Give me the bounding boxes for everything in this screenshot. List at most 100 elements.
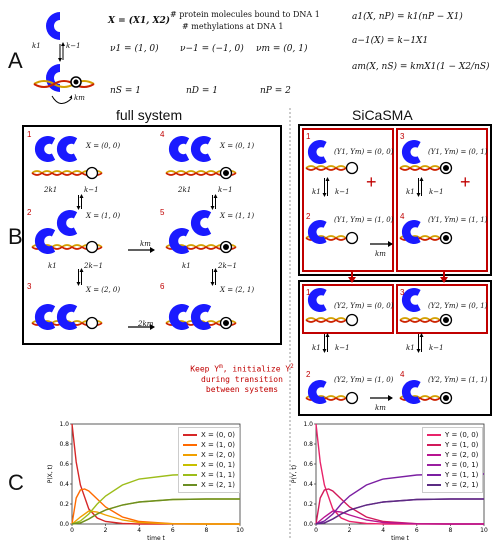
- rate-km: km: [74, 94, 85, 102]
- protein-icon: [168, 228, 190, 254]
- sicasma-sub-box: [302, 284, 394, 334]
- panel-letter-c: C: [8, 470, 24, 495]
- x-axis-label: time t: [147, 535, 165, 542]
- propensity-a1: a1(X, nP) = k1(nP − X1): [352, 12, 463, 22]
- full-state-x: X = (0, 1): [220, 142, 255, 150]
- methylation-site-icon: [345, 313, 359, 327]
- methyl-dot-icon: [443, 235, 449, 241]
- methylation-site-icon: [345, 391, 359, 405]
- sic-state-y: (Y1, Ym) = (1, 0): [334, 216, 394, 224]
- legend-entry: X = (2, 0): [183, 450, 235, 460]
- arrow-head: [388, 241, 393, 247]
- legend-entry: Y = (0, 1): [427, 460, 478, 470]
- protein-icon: [56, 136, 78, 162]
- series-line: [315, 510, 484, 525]
- sic-state-num: 2: [306, 370, 311, 379]
- arrow-head: [213, 268, 218, 272]
- full-system-diagram: [31, 136, 237, 330]
- transition-note: Keep Ym, initialize Y2 during transition…: [190, 363, 294, 394]
- sic-state-num: 4: [400, 370, 405, 379]
- y-axis-label: P(Y, t): [291, 465, 298, 483]
- rate-label: km: [140, 240, 151, 248]
- protein-icon: [401, 140, 421, 164]
- y-tick-label: 1.0: [303, 421, 313, 428]
- full-state-x: X = (2, 0): [86, 286, 121, 294]
- arrow-head: [322, 349, 327, 353]
- arrow-head: [210, 206, 215, 210]
- protein-dna-schematic: [33, 12, 95, 104]
- rate-label: k−1: [84, 186, 99, 194]
- x-definition-bottom: # methylations at DNA 1: [182, 22, 284, 31]
- x-tick-label: 10: [236, 527, 244, 534]
- arrow-head: [348, 277, 356, 283]
- methylation-site-icon: [85, 240, 99, 254]
- legend-full: X = (0, 0) X = (1, 0) X = (2, 0) X = (0,…: [178, 427, 240, 493]
- sicasma-bottom-box: [298, 280, 492, 416]
- sic-state-y: (Y2, Ym) = (0, 0): [334, 302, 394, 310]
- y-tick-label: 0.8: [59, 441, 69, 448]
- protein-icon: [168, 304, 190, 330]
- full-state-num: 6: [160, 282, 165, 291]
- protein-icon: [34, 304, 56, 330]
- y-tick-label: 0.2: [59, 501, 69, 508]
- x-tick-label: 8: [448, 527, 452, 534]
- y-tick-label: 0.2: [303, 501, 313, 508]
- rate-label: 2k−1: [84, 262, 104, 270]
- legend-entry: Y = (1, 0): [427, 440, 478, 450]
- arrow-head: [150, 324, 155, 330]
- rate-label: 2k1: [178, 186, 192, 194]
- full-state-x: X = (1, 0): [86, 212, 121, 220]
- note-line1: Keep Y: [190, 364, 220, 374]
- sic-state-y: (Y2, Ym) = (1, 1): [428, 376, 488, 384]
- arrow-head: [440, 277, 448, 283]
- n-p: nP = 2: [260, 86, 291, 96]
- sic-state-y: (Y2, Ym) = (1, 0): [334, 376, 394, 384]
- legend-entry: Y = (0, 0): [427, 430, 478, 440]
- sicasma-title: SiCaSMA: [352, 107, 413, 123]
- sicasma-top-box: [298, 124, 492, 276]
- sic-state-y: (Y1, Ym) = (0, 0): [334, 148, 394, 156]
- sic-state-y: (Y1, Ym) = (0, 1): [428, 148, 488, 156]
- nu-1: ν1 = (1, 0): [110, 44, 159, 54]
- panel-letter-b: B: [8, 224, 23, 249]
- arrow-head: [325, 333, 330, 337]
- methyl-dot-icon: [223, 320, 229, 326]
- x-definition-lhs: X = (X1, X2): [108, 16, 171, 26]
- arrow-head: [210, 282, 215, 286]
- methyl-dot-icon: [443, 317, 449, 323]
- full-state-num: 2: [27, 208, 32, 217]
- legend-entry: X = (0, 1): [183, 460, 235, 470]
- x-tick-label: 4: [137, 527, 141, 534]
- legend-sicasma: Y = (0, 0) Y = (1, 0) Y = (2, 0) Y = (0,…: [422, 427, 484, 493]
- methylation-site-icon: [345, 161, 359, 175]
- note-line1b: , initialize Y: [222, 364, 291, 374]
- rate-label: 2k−1: [218, 262, 238, 270]
- full-system-box: [22, 125, 282, 345]
- y-tick-label: 1.0: [59, 421, 69, 428]
- protein-icon: [34, 228, 56, 254]
- arrow-head: [76, 282, 81, 286]
- rate-label: km: [375, 404, 386, 412]
- y-tick-label: 0.0: [303, 521, 313, 528]
- x-axis-label: time t: [391, 535, 409, 542]
- methyl-dot-icon: [443, 165, 449, 171]
- full-state-num: 1: [27, 130, 32, 139]
- protein-icon: [401, 219, 421, 244]
- y-tick-label: 0.4: [303, 481, 313, 488]
- arrow-head: [419, 333, 424, 337]
- series-line: [71, 498, 240, 525]
- sic-state-num: 2: [306, 212, 311, 221]
- methylation-site-icon: [85, 166, 99, 180]
- rate-label: 2km: [138, 320, 154, 328]
- arrow-head: [79, 268, 84, 272]
- arrow-head: [388, 395, 393, 401]
- x-tick-label: 0: [70, 527, 74, 534]
- arrow-head: [150, 247, 155, 253]
- protein-icon: [46, 12, 60, 40]
- x-tick-label: 10: [480, 527, 488, 534]
- full-state-x: X = (1, 1): [220, 212, 255, 220]
- protein-icon: [401, 288, 421, 312]
- y-tick-label: 0.0: [59, 521, 69, 528]
